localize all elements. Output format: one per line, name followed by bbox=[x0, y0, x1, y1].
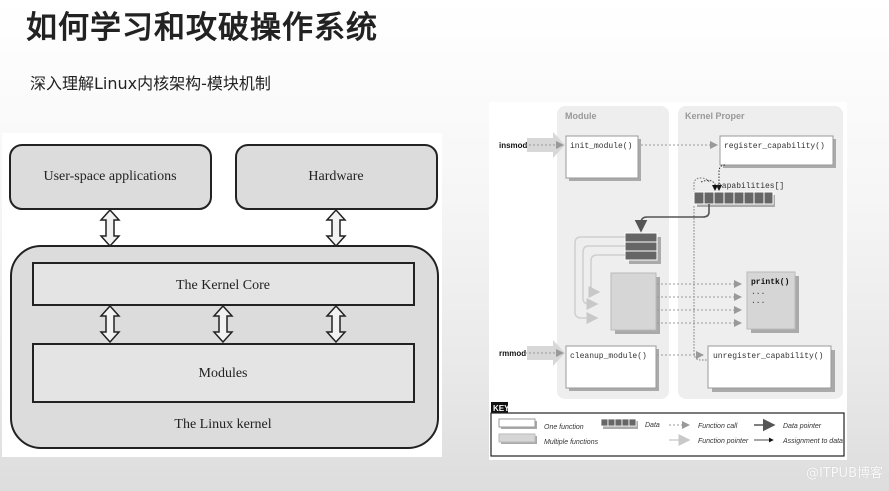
modules-label: Modules bbox=[199, 366, 248, 381]
data-pointer-arrow bbox=[634, 204, 710, 233]
legend-assignment-to-data: Assignment to data bbox=[782, 438, 843, 445]
linux-kernel-architecture-diagram: User-space applications Hardware The Ker… bbox=[2, 133, 442, 457]
user-space-box: User-space applications bbox=[9, 144, 212, 210]
insmod-command: insmod bbox=[499, 132, 565, 158]
function-pointer-table bbox=[624, 232, 661, 264]
cleanup-module-box: cleanup_module() bbox=[565, 345, 659, 391]
double-arrow-icon bbox=[100, 209, 120, 247]
capabilities-label: capabilities[] bbox=[717, 182, 784, 191]
legend-data: Data bbox=[645, 422, 660, 429]
page-title: 如何学习和攻破操作系统 bbox=[26, 10, 378, 46]
unregister-capability-label: unregister_capability() bbox=[713, 352, 823, 361]
rmmod-label: rmmod bbox=[499, 349, 526, 358]
legend-title: KEY bbox=[493, 404, 510, 413]
function-pointer-arrows bbox=[574, 236, 625, 324]
capabilities-array: capabilities[] bbox=[693, 182, 784, 207]
printk-line-1: ... bbox=[751, 288, 765, 297]
legend-function-pointer: Function pointer bbox=[698, 438, 749, 445]
register-capability-label: register_capability() bbox=[724, 142, 825, 151]
init-module-label: init_module() bbox=[570, 142, 632, 151]
kernel-core-box bbox=[32, 262, 415, 306]
module-mechanism-diagram: Module Kernel Proper insmod init_module(… bbox=[489, 102, 847, 460]
legend: KEY One function Multiple functions Data… bbox=[490, 402, 845, 457]
rmmod-command: rmmod bbox=[499, 340, 565, 366]
legend-multiple-functions: Multiple functions bbox=[544, 439, 599, 446]
user-space-label: User-space applications bbox=[43, 169, 176, 184]
init-module-box: init_module() bbox=[565, 135, 641, 181]
legend-function-call: Function call bbox=[698, 423, 738, 430]
unregister-capability-box: unregister_capability() bbox=[707, 345, 835, 392]
linux-kernel-box: The Kernel Core Modules The Linux kernel bbox=[10, 245, 439, 449]
legend-one-function: One function bbox=[544, 424, 584, 431]
kernel-proper-panel-label: Kernel Proper bbox=[685, 111, 745, 121]
module-panel-label: Module bbox=[565, 111, 597, 121]
insmod-label: insmod bbox=[499, 141, 528, 150]
hardware-label: Hardware bbox=[308, 169, 363, 184]
function-call-arrows bbox=[657, 280, 742, 327]
kernel-core-label: The Kernel Core bbox=[176, 278, 270, 293]
page-subtitle: 深入理解Linux内核架构-模块机制 bbox=[30, 74, 271, 93]
linux-kernel-label: The Linux kernel bbox=[174, 417, 271, 432]
kernel-proper-panel: Kernel Proper bbox=[678, 106, 843, 399]
register-capability-box: register_capability() bbox=[719, 135, 836, 168]
watermark: @ITPUB博客 bbox=[805, 466, 883, 481]
printk-box: printk() ... ... bbox=[746, 271, 799, 333]
modules-box bbox=[32, 343, 415, 403]
double-arrow-icon bbox=[326, 209, 346, 247]
printk-label: printk() bbox=[751, 278, 789, 287]
hardware-box: Hardware bbox=[235, 144, 438, 210]
legend-data-pointer: Data pointer bbox=[783, 423, 822, 430]
module-functions-block bbox=[610, 272, 660, 334]
cleanup-module-label: cleanup_module() bbox=[570, 352, 647, 361]
printk-line-2: ... bbox=[751, 297, 765, 306]
